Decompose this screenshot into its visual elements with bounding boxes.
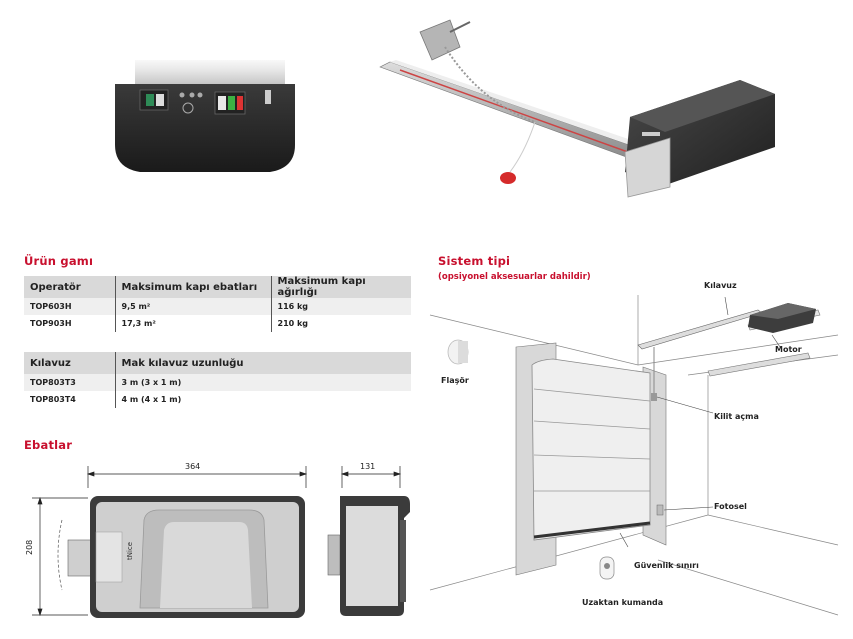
table-header: Maksimum kapı ebatları bbox=[114, 276, 271, 298]
table-cell: TOP803T3 bbox=[24, 374, 115, 391]
dim-depth: 131 bbox=[360, 462, 376, 471]
label-flasher: Flaşör bbox=[441, 376, 469, 385]
table-cell: 210 kg bbox=[270, 315, 411, 332]
dim-height: 208 bbox=[25, 539, 34, 555]
table-cell: TOP603H bbox=[24, 298, 115, 315]
table-row: TOP903H 17,3 m² 210 kg bbox=[24, 315, 411, 332]
table-header-row: Kılavuz Mak kılavuz uzunluğu bbox=[24, 352, 411, 374]
table-cell: TOP903H bbox=[30, 319, 72, 328]
operator-with-rail-photo bbox=[379, 19, 775, 198]
label-photocell: Fotosel bbox=[714, 502, 747, 511]
brand-mark: tNice bbox=[126, 542, 134, 560]
dimensions-title: Ebatlar bbox=[24, 438, 73, 452]
table-row: TOP603H 9,5 m² 116 kg bbox=[24, 298, 411, 315]
table-header: Mak kılavuz uzunluğu bbox=[114, 352, 411, 374]
dimension-drawing: tNice bbox=[32, 466, 410, 618]
table-row: TOP803T4 4 m (4 x 1 m) bbox=[24, 391, 411, 408]
table-header: Maksimum kapı ağırlığı bbox=[270, 276, 411, 298]
label-rail: Kılavuz bbox=[704, 281, 737, 290]
table-header: Operatör bbox=[24, 276, 115, 298]
table-cell: 3 m (3 x 1 m) bbox=[114, 374, 411, 391]
system-type-title: Sistem tipi bbox=[438, 254, 511, 268]
label-safety-edge: Güvenlik sınırı bbox=[634, 561, 699, 570]
product-range-title: Ürün gamı bbox=[24, 254, 94, 268]
table-cell: 116 kg bbox=[270, 298, 411, 315]
table-cell: 9,5 m² bbox=[114, 298, 271, 315]
table-cell: 4 m (4 x 1 m) bbox=[114, 391, 411, 408]
table-cell: 17,3 m² bbox=[114, 315, 271, 332]
operators-table: Operatör Maksimum kapı ebatları Maksimum… bbox=[24, 276, 411, 332]
table-row: TOP803T3 3 m (3 x 1 m) bbox=[24, 374, 411, 391]
label-motor: Motor bbox=[775, 345, 802, 354]
table-header: Kılavuz bbox=[24, 352, 115, 374]
system-type-subtitle: (opsiyonel aksesuarlar dahildir) bbox=[438, 272, 591, 282]
rails-table: Kılavuz Mak kılavuz uzunluğu TOP803T3 3 … bbox=[24, 352, 411, 408]
table-header-row: Operatör Maksimum kapı ebatları Maksimum… bbox=[24, 276, 411, 298]
operator-bottom-photo bbox=[115, 60, 295, 172]
dim-width: 364 bbox=[185, 462, 201, 471]
label-remote: Uzaktan kumanda bbox=[582, 598, 664, 607]
garage-diagram bbox=[429, 295, 839, 616]
table-cell: TOP803T4 bbox=[30, 395, 76, 404]
label-unlock: Kilit açma bbox=[714, 412, 759, 421]
